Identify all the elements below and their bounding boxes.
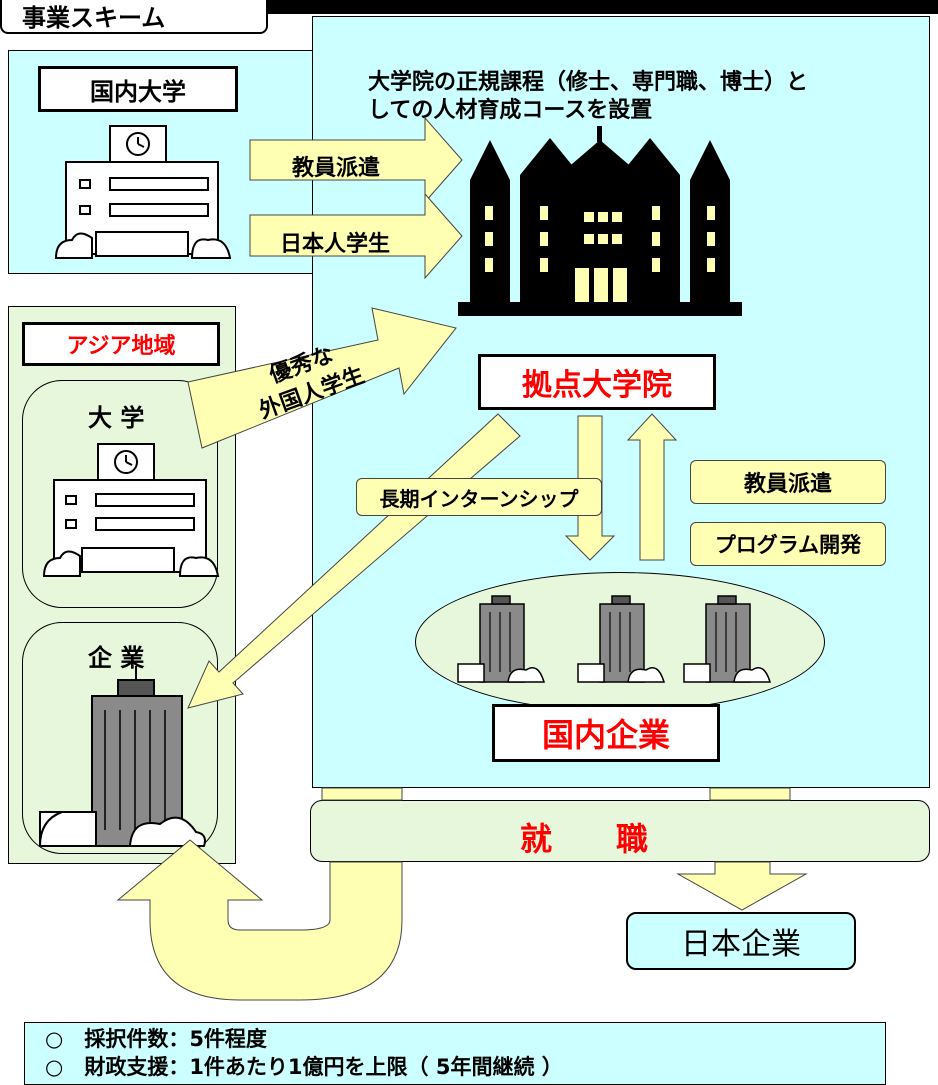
summary-line-2: ○ 財政支援：1件あたり1億円を上限（ 5年間継続 ） [45, 1055, 563, 1079]
summary-box: ○ 採択件数：5件程度 ○ 財政支援：1件あたり1億円を上限（ 5年間継続 ） [24, 1022, 886, 1085]
foreign-students-arrow [187, 307, 457, 449]
graduate-course-note-line2: しての人材育成コースを設置 [368, 98, 653, 123]
header-tab: 事業スキーム [0, 0, 268, 34]
faculty-up-arrow [626, 413, 678, 561]
domestic-university-building [54, 125, 232, 259]
japanese-companies-box: 日本企業 [626, 912, 856, 970]
program-development-tag: プログラム開発 [690, 522, 886, 566]
graduate-school-building [458, 126, 742, 316]
domestic-companies-label: 国内企業 [492, 704, 720, 762]
graduate-school-windows [485, 206, 715, 302]
employment-label: 就 職 [520, 820, 649, 858]
faculty-dispatch-arrow [249, 116, 463, 204]
domestic-company-buildings [457, 595, 772, 683]
faculty-dispatch-tag: 教員派遣 [690, 460, 886, 504]
asia-company-label: 企 業 [88, 644, 145, 672]
japanese-students-arrow [249, 192, 463, 280]
header-line [260, 0, 938, 14]
summary-line-1: ○ 採択件数：5件程度 [45, 1027, 267, 1051]
asia-university-label: 大 学 [88, 404, 145, 432]
employment-connector-right [709, 787, 791, 801]
header-title: 事業スキーム [22, 3, 166, 32]
asia-label: アジア地域 [22, 322, 220, 366]
asia-company-building [39, 666, 206, 847]
hub-graduate-school: 拠点大学院 [478, 354, 716, 410]
employment-bar [310, 800, 930, 862]
domestic-university-label: 国内大学 [38, 66, 238, 112]
long-internship-tag: 長期インターンシップ [356, 478, 602, 516]
graduate-course-note-line1: 大学院の正規課程（修士、専門職、博士）と [368, 70, 809, 95]
asia-university-building [42, 443, 220, 577]
faculty-dispatch-label: 教員派遣 [292, 156, 381, 181]
to-japanese-companies-arrow [676, 861, 808, 911]
japanese-students-label: 日本人学生 [280, 232, 391, 257]
employment-connector-left [321, 787, 403, 801]
u-turn-arrow [116, 839, 403, 1001]
